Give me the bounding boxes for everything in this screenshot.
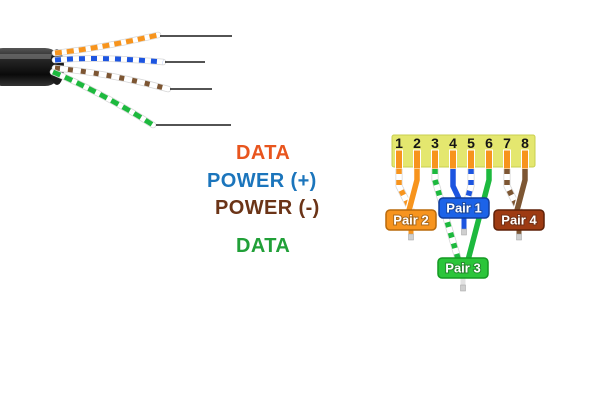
cable-photo [0, 31, 232, 129]
pin-contact [395, 149, 403, 170]
twisted-pair-orange [51, 31, 162, 57]
pin-number: 7 [503, 135, 511, 151]
wire-color-strand [54, 32, 159, 56]
wire-color-strand [52, 69, 155, 128]
pair2-stub-tip [408, 233, 414, 241]
pair-4-badge-bg [493, 209, 545, 231]
wire-pin-8-brown [511, 169, 529, 220]
pin-contact [413, 149, 421, 170]
pin-number: 4 [449, 135, 457, 151]
pin-number: 6 [485, 135, 493, 151]
pair-3-badge-label: Pair 3 [445, 261, 480, 276]
pin-contact [485, 149, 493, 170]
pin-number: 5 [467, 135, 475, 151]
pointer-lines [156, 35, 232, 126]
pin-number: 1 [395, 135, 403, 151]
pin-number: 8 [521, 135, 529, 151]
pin-contact [467, 149, 475, 170]
twisted-pair-brown [51, 64, 172, 93]
pin-number: 3 [431, 135, 439, 151]
pair-3-badge: Pair 3 [437, 257, 489, 279]
pair-1-badge: Pair 1 [438, 197, 490, 219]
connector-strip [391, 134, 536, 168]
pair4-stub-tip [516, 233, 522, 241]
pair-2-badge-label: Pair 2 [393, 213, 428, 228]
wire-pin-2-orange [403, 169, 421, 220]
wire-pin-3-white-green [431, 169, 463, 263]
twisted-pair-green [49, 68, 157, 129]
pair-1-badge-label: Pair 1 [446, 201, 481, 216]
label-power-plus: POWER (+) [207, 170, 317, 192]
pin-number: 2 [413, 135, 421, 151]
pin-contact [431, 149, 439, 170]
wire-pin-6-green [463, 169, 493, 266]
rj45-pinout-diagram: 1 2 3 4 5 6 7 8 [385, 134, 545, 292]
wire-color-strand [54, 56, 164, 65]
cable-jacket-highlight [0, 54, 58, 59]
label-power-minus: POWER (-) [215, 197, 320, 219]
pair-2-badge: Pair 2 [385, 209, 437, 231]
pin-contact [449, 149, 457, 170]
label-data-green: DATA [236, 235, 291, 257]
wire-white-strand [52, 65, 171, 92]
twisted-pair-blue [51, 55, 167, 66]
pair-2-badge-bg [385, 209, 437, 231]
pin-contacts [395, 149, 529, 170]
pair1-stub-tip [461, 228, 467, 236]
pin-numbers: 1 2 3 4 5 6 7 8 [395, 135, 529, 151]
pin-contact [521, 149, 529, 170]
label-data-orange: DATA [236, 142, 291, 164]
pin-contact [503, 149, 511, 170]
pair-4-badge: Pair 4 [493, 209, 545, 231]
pair-1-badge-bg [438, 197, 490, 219]
pair-3-badge-bg [437, 257, 489, 279]
pair3-stub-tip [460, 284, 466, 292]
pair-4-badge-label: Pair 4 [501, 213, 537, 228]
